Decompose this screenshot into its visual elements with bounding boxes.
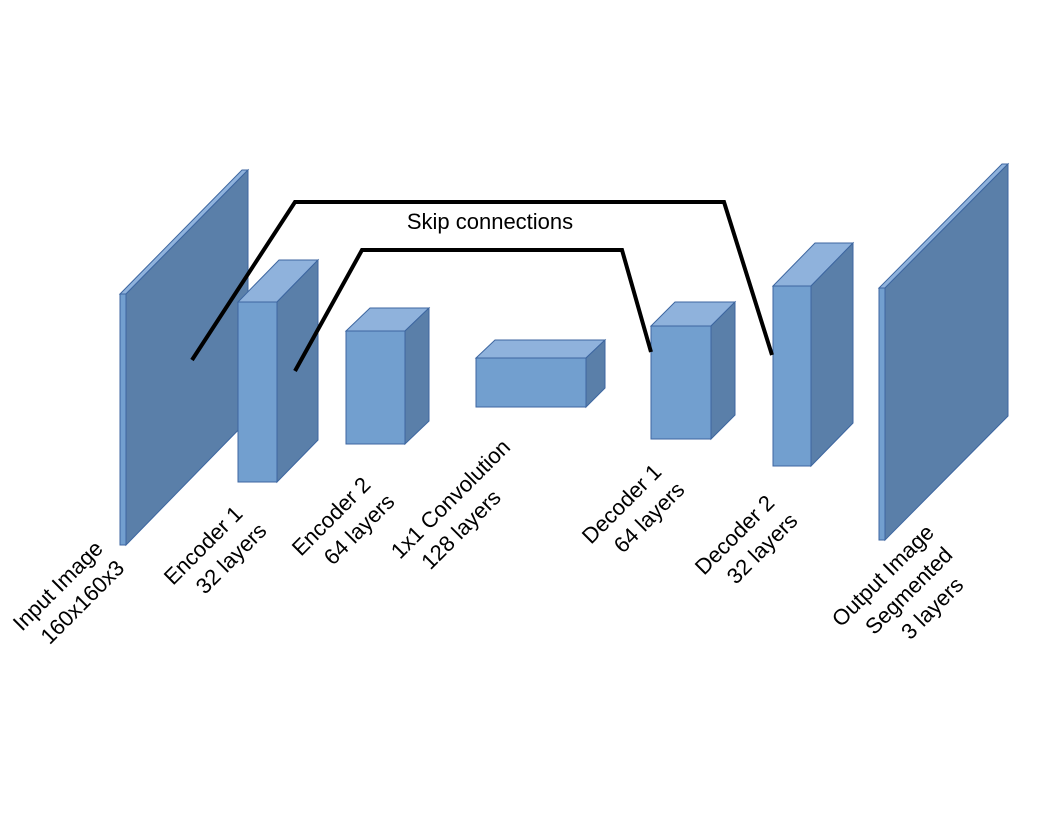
output-image-block xyxy=(877,162,1010,542)
decoder-2-label: Decoder 2 32 layers xyxy=(690,490,803,589)
block-front-face xyxy=(345,330,406,445)
block-front-face xyxy=(475,357,587,408)
input-image-label: Input Image 160x160x3 xyxy=(8,536,129,649)
skip-connection-outer xyxy=(190,200,774,362)
input-image-block xyxy=(118,168,250,547)
block-front-face xyxy=(119,293,127,546)
decoder-1-block xyxy=(649,300,737,441)
block-front-face xyxy=(237,301,278,483)
conv-1x1-label: 1x1 Convolution 128 layers xyxy=(386,434,515,574)
block-front-face xyxy=(650,325,712,440)
encoder-1-label: Encoder 1 32 layers xyxy=(159,501,272,599)
block-side-face xyxy=(404,306,430,446)
block-side-face xyxy=(710,300,736,441)
encoder-2-block xyxy=(344,306,431,446)
decoder-2-block xyxy=(771,241,855,468)
block-front-face xyxy=(878,287,886,541)
encoder-1-block xyxy=(236,258,320,484)
block-top-face xyxy=(474,339,607,359)
encoder-2-label: Encoder 2 64 layers xyxy=(287,472,400,570)
conv-1x1-block xyxy=(474,338,607,409)
decoder-1-label: Decoder 1 64 layers xyxy=(577,459,690,558)
block-front-face xyxy=(772,285,812,467)
skip-connection-inner xyxy=(293,248,653,372)
output-image-label: Output Image Segmented 3 layers xyxy=(827,520,968,645)
skip-connections-label: Skip connections xyxy=(407,209,573,234)
